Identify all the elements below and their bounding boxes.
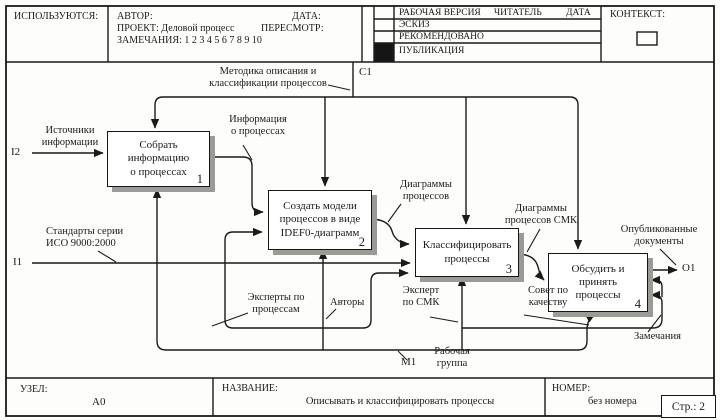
idef0-box-4: Обсудить и принять процессы 4 — [548, 253, 648, 312]
experts-to-box3-arrow — [224, 268, 409, 329]
label-c1: C1 — [359, 66, 372, 78]
mechanism-to-box4-arrow — [166, 313, 596, 351]
label-i1: I1 — [13, 256, 23, 268]
status-col-working: РАБОЧАЯ ВЕРСИЯ — [399, 8, 481, 18]
label-published: Опубликованные документы — [620, 224, 698, 248]
number-label: НОМЕР: — [552, 383, 591, 394]
label-standards: Стандарты серии ИСО 9000:2000 — [46, 226, 124, 250]
box1-output-arrow — [208, 156, 264, 217]
box2-output-arrow — [369, 218, 410, 249]
revision-label: ПЕРЕСМОТР: — [261, 23, 324, 34]
used-label: ИСПОЛЬЗУЮТСЯ: — [14, 11, 99, 22]
label-experts: Эксперты по процессам — [247, 292, 305, 316]
label-o1: O1 — [682, 262, 696, 274]
notes-line: ЗАМЕЧАНИЯ: 1 2 3 4 5 6 7 8 9 10 — [117, 35, 262, 46]
c1-to-box1-arrow — [150, 96, 353, 129]
page-number: Стр.: 2 — [671, 400, 706, 413]
idef0-box-2: Создать модели процессов в виде IDEF0-ди… — [268, 190, 372, 250]
title-label: НАЗВАНИЕ: — [222, 383, 278, 394]
label-leader-lines — [97, 84, 677, 361]
node-value: А0 — [92, 396, 106, 408]
outer-border — [5, 5, 715, 417]
box-3-title: Классифицировать процессы — [422, 239, 512, 265]
box-1-title: Собрать информацию о процессах — [127, 139, 190, 178]
label-info: Информация о процессах — [229, 114, 287, 138]
c1-to-box4-arrow — [353, 96, 583, 250]
status-row-publication: ПУБЛИКАЦИЯ — [399, 46, 465, 56]
label-workgroup: Рабочая группа — [434, 346, 470, 370]
box-4-number: 4 — [634, 296, 641, 311]
box3-output-arrow — [516, 253, 545, 281]
publication-filled-cell — [374, 43, 394, 62]
status-row-recommended: РЕКОМЕНДОВАНО — [399, 32, 484, 42]
box-2-title: Создать модели процессов в виде IDEF0-ди… — [279, 200, 361, 239]
label-sources: Источники информации — [41, 125, 99, 149]
box-1-number: 1 — [196, 171, 203, 186]
mechanism-to-box1-arrow — [152, 188, 167, 351]
remarks-loop-arrow — [462, 290, 663, 329]
project-line: ПРОЕКТ: Деловой процесс — [117, 23, 235, 34]
context-checkbox — [636, 31, 658, 46]
date-label: ДАТА: — [292, 11, 321, 22]
label-diagrams-smk: Диаграммы процессов СМК — [504, 203, 578, 227]
author-label: АВТОР: — [117, 11, 153, 22]
idef0-box-1: Собрать информацию о процессах 1 — [107, 131, 210, 187]
status-row-sketch: ЭСКИЗ — [399, 20, 430, 30]
label-diagrams: Диаграммы процессов — [399, 179, 452, 203]
label-m1: M1 — [401, 356, 417, 368]
experts-to-box2-arrow — [224, 227, 263, 320]
context-label: КОНТЕКСТ: — [610, 9, 666, 20]
page-number-box: Стр.: 2 — [661, 395, 716, 418]
number-value: без номера — [588, 396, 637, 407]
remarks-loop-arrow-2 — [650, 275, 663, 297]
node-label: УЗЕЛ: — [20, 384, 48, 395]
box-2-number: 2 — [358, 234, 365, 249]
label-council: Совет по качеству — [528, 285, 568, 309]
label-remarks: Замечания — [634, 331, 681, 342]
status-col-reader: ЧИТАТЕЛЬ — [494, 8, 542, 18]
label-methodology: Методика описания и классификации процес… — [209, 66, 327, 90]
label-expert-smk: Эксперт по СМК — [402, 285, 440, 309]
label-i2: I2 — [11, 146, 21, 158]
diagram-title: Описывать и классифицировать процессы — [305, 396, 495, 407]
idef0-box-3: Классифицировать процессы 3 — [415, 228, 519, 277]
label-authors: Авторы — [330, 297, 365, 308]
box-4-title: Обсудить и принять процессы — [571, 262, 625, 302]
status-col-date: ДАТА — [566, 8, 591, 18]
box-3-number: 3 — [505, 261, 512, 276]
